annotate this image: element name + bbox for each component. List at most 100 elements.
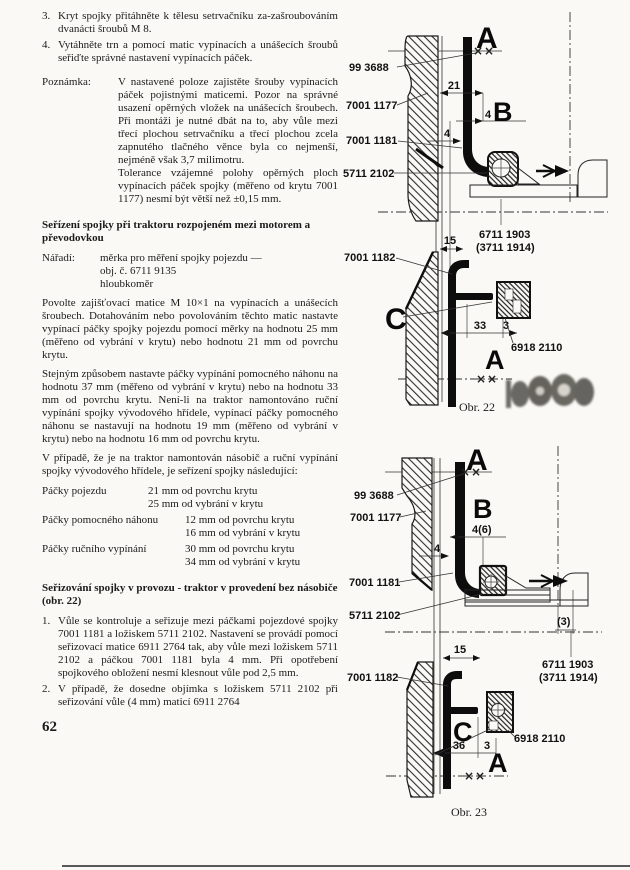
dim-arrow [443, 655, 450, 661]
bearing-sleeve [517, 166, 541, 185]
body-paragraph: V případě, že je na traktor namontován n… [42, 452, 338, 477]
dim-arrow [456, 246, 463, 252]
dim-arrow [475, 90, 483, 96]
bearing-cross [490, 157, 512, 179]
list-item-2: 2. V případě, že dosedne objímka s ložis… [42, 683, 338, 709]
list-item-number: 3. [42, 10, 51, 22]
setting-value: 21 mm od povrchu krytu [148, 485, 258, 497]
note-block: Poznámka: V nastavené poloze zajistěte š… [42, 76, 338, 206]
note-paragraph: Tolerance vzájemné polohy opěrných ploch… [118, 167, 338, 205]
setting-value: 30 mm od povrchu krytu [185, 543, 295, 555]
dim-4-6: 4(6) [472, 524, 492, 536]
ref-letter-a-top: A [476, 22, 498, 55]
flywheel-section-upper [401, 457, 433, 592]
part-label-7001-1181: 7001 1181 [346, 135, 397, 147]
shaft-flange [559, 572, 589, 607]
setting-name: Páčky pojezdu [42, 485, 107, 497]
section-heading-adjust-disconnected: Seřízení spojky při traktoru rozpojeném … [42, 219, 311, 244]
ref-letter-a-top: A [466, 444, 488, 477]
ref-letter-b: B [473, 494, 493, 524]
dim-3: 3 [484, 740, 490, 752]
tools-line: hloubkoměr [100, 278, 154, 290]
lever-arm [443, 707, 478, 714]
page-number: 62 [42, 719, 57, 735]
list-item-text: Vůle se kontroluje a seřizuje mezi páčka… [58, 615, 338, 679]
bearing-cross [489, 701, 507, 719]
dim-arrow [440, 90, 448, 96]
bearing-slot [512, 299, 522, 314]
scan-artifact-line [62, 865, 630, 867]
dim-arrow [509, 330, 517, 336]
chamfer-edge [405, 661, 420, 691]
ref-letter-c: C [453, 717, 473, 747]
section-heading-adjust-in-service: Seřizování spojky v provozu - traktor v … [42, 582, 338, 607]
dim-3-paren: (3) [557, 616, 571, 628]
dim-arrow [473, 655, 480, 661]
part-label-6918-2110: 6918 2110 [514, 733, 565, 745]
part-label-3711-1914: (3711 1914) [539, 672, 598, 684]
list-item-number: 4. [42, 39, 51, 51]
dim-21: 21 [448, 80, 460, 92]
part-label-6711-1903: 6711 1903 [542, 659, 593, 671]
chamfer-edge [411, 572, 433, 591]
body-paragraph: Stejným způsobem nastavte páčky vypínání… [42, 368, 338, 445]
release-lever-lower [448, 260, 469, 407]
list-item-number: 1. [42, 615, 51, 627]
dim-15: 15 [444, 235, 456, 247]
dim-arrow [475, 118, 483, 124]
part-label-7001-1177: 7001 1177 [346, 100, 397, 112]
dim-4b: 4 [485, 109, 492, 121]
extension-lines [477, 537, 574, 758]
part-label-7001-1182: 7001 1182 [347, 672, 398, 684]
axis-marks: ×× [476, 372, 498, 386]
ref-letter-a-bottom: A [488, 748, 508, 778]
setting-row: Páčky pomocného náhonu 12 mm od povrchu … [42, 514, 338, 540]
part-label-5711-2102: 5711 2102 [343, 168, 394, 180]
setting-value: 25 mm od vybrání v krytu [148, 498, 264, 510]
part-label-99-3688: 99 3688 [354, 490, 394, 502]
setting-name: Páčky pomocného náhonu [42, 514, 159, 526]
part-label-7001-1181: 7001 1181 [349, 577, 400, 589]
stamp-artifact [506, 374, 594, 408]
release-lever-upper [455, 462, 479, 598]
setting-value: 16 mm od vybrání v krytu [185, 527, 301, 539]
tools-label: Nářadí: [42, 252, 75, 264]
dim-arrow [440, 246, 447, 252]
bearing-slot [504, 288, 514, 301]
dim-33: 33 [474, 320, 486, 332]
tools-block: Nářadí: měrka pro měření spojky pojezdu … [42, 252, 338, 291]
ref-letter-b: B [493, 97, 513, 127]
leader-lines [394, 52, 514, 344]
figure-caption: Obr. 22 [459, 400, 495, 414]
tools-lines: měrka pro měření spojky pojezdu — obj. č… [100, 252, 262, 291]
dim-15: 15 [454, 644, 466, 656]
list-item-4: 4. Vytáhněte trn a pomocí matic vypínací… [42, 39, 338, 65]
list-item-text: V případě, že dosedne objímka s ložiskem… [58, 683, 338, 708]
part-label-7001-1177: 7001 1177 [350, 512, 401, 524]
release-lever-lower [443, 671, 462, 789]
friction-face-line [415, 147, 444, 170]
direction-arrow-icon [555, 165, 569, 177]
direction-arrow-icon [553, 575, 568, 587]
extension-lines [449, 93, 504, 338]
list-item-text: Vytáhněte trn a pomocí matic vypínacích … [58, 39, 338, 64]
setting-row: Páčky pojezdu 21 mm od povrchu krytu 25 … [42, 485, 338, 511]
setting-values: 12 mm od povrchu krytu 16 mm od vybrání … [185, 514, 300, 540]
list-item-text: Kryt spojky přitáhněte k tělesu setrvačn… [58, 10, 338, 35]
part-label-7001-1182: 7001 1182 [344, 252, 395, 264]
figure-caption: Obr. 23 [451, 805, 487, 819]
setting-value: 12 mm od povrchu krytu [185, 514, 295, 526]
dim-36: 36 [453, 740, 465, 752]
part-label-6711-1903: 6711 1903 [479, 229, 530, 241]
axis-marks: ×× [473, 44, 495, 58]
setting-values: 30 mm od povrchu krytu 34 mm od vybrání … [185, 543, 300, 569]
dim-arrow [453, 138, 461, 144]
setting-value: 34 mm od vybrání v krytu [185, 556, 301, 568]
shaft-plate [469, 184, 578, 198]
shaft-plate-strip [464, 599, 589, 607]
figure-23: 4(6) 4 15 36 3 (3) 99 3688 7001 1177 700… [347, 444, 602, 819]
part-label-99-3688: 99 3688 [349, 62, 389, 74]
axis-marks: ×× [464, 769, 486, 783]
left-column: 3. Kryt spojky přitáhněte k tělesu setrv… [42, 10, 338, 735]
setting-name: Páčky ručního vypínání [42, 543, 147, 555]
